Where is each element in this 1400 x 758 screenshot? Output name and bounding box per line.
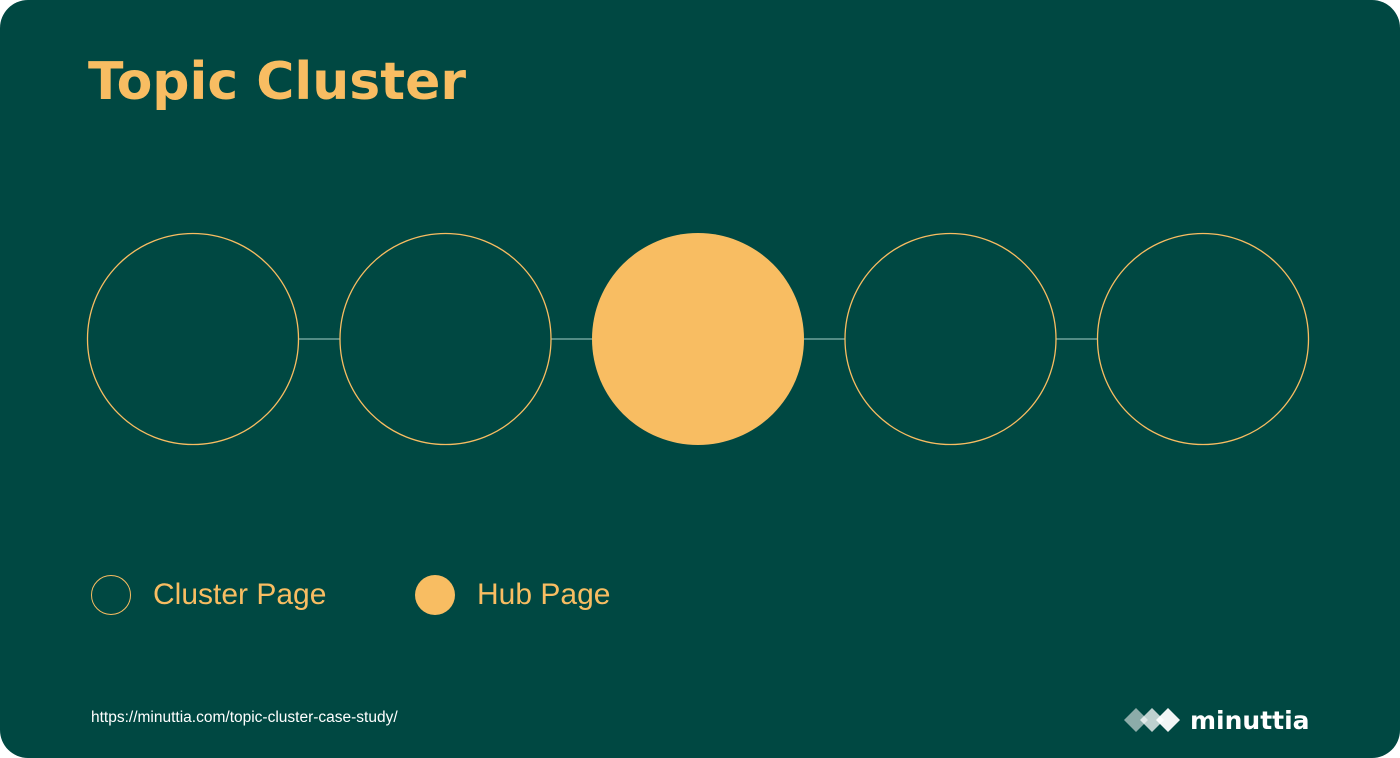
cluster-page-node [844, 232, 1057, 446]
hub-page-swatch-icon [415, 575, 455, 615]
cluster-page-node [339, 232, 552, 446]
minuttia-diamonds-icon [1124, 708, 1180, 732]
cluster-page-swatch-icon [91, 575, 131, 615]
cluster-page-node [86, 232, 300, 446]
source-url: https://minuttia.com/topic-cluster-case-… [91, 709, 398, 726]
page-title: Topic Cluster [88, 52, 466, 112]
brand-logo: minuttia [1122, 700, 1310, 740]
legend-cluster-label: Cluster Page [153, 578, 327, 611]
brand-name: minuttia [1190, 705, 1310, 735]
legend-hub: Hub Page [415, 573, 610, 617]
hub-page-node [592, 233, 804, 445]
cluster-page-node [1096, 232, 1310, 446]
legend-cluster: Cluster Page [91, 573, 326, 617]
legend-hub-label: Hub Page [477, 578, 611, 611]
